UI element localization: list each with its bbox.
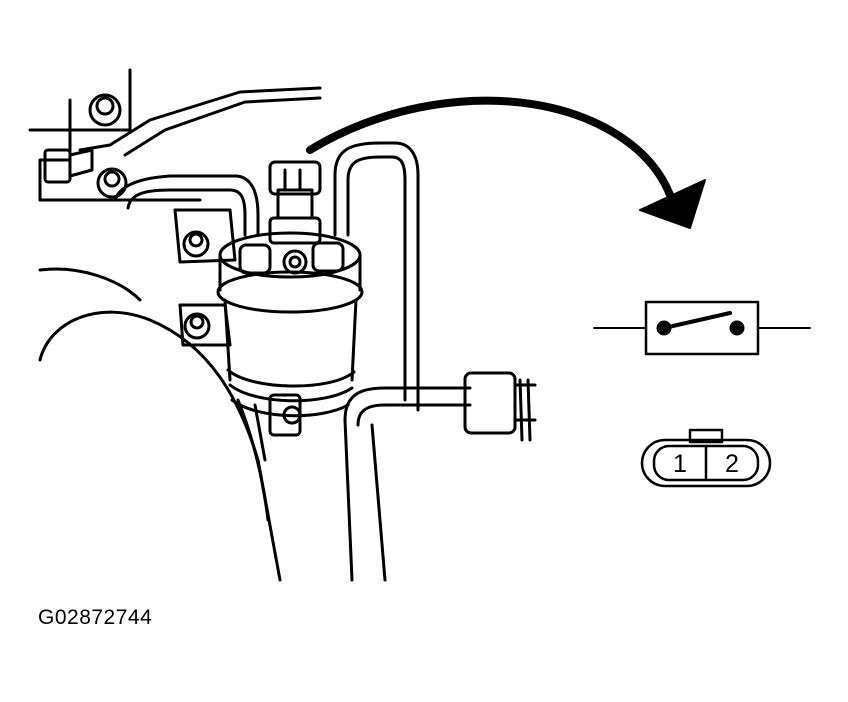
bolt-icon xyxy=(96,167,128,199)
curved-arrow-icon xyxy=(306,96,706,229)
pressure-switch xyxy=(268,160,322,245)
connector-pin-1-label: 1 xyxy=(673,450,687,478)
drier-cap xyxy=(238,241,345,275)
engine-bay-outline xyxy=(28,68,322,202)
large-hose xyxy=(38,267,282,582)
mounting-bracket-lower xyxy=(178,303,232,347)
hose-fitting-icon xyxy=(43,148,94,184)
receiver-drier xyxy=(216,231,364,462)
connector-pin-2-label: 2 xyxy=(725,450,739,478)
bolt-icon xyxy=(88,93,122,127)
two-pin-connector xyxy=(640,428,772,488)
mounting-bracket-upper xyxy=(173,208,237,264)
refrigerant-line xyxy=(113,141,472,582)
line-fitting xyxy=(463,371,537,442)
figure-id-label: G02872744 xyxy=(38,606,153,629)
normally-closed-switch-icon xyxy=(593,300,811,356)
